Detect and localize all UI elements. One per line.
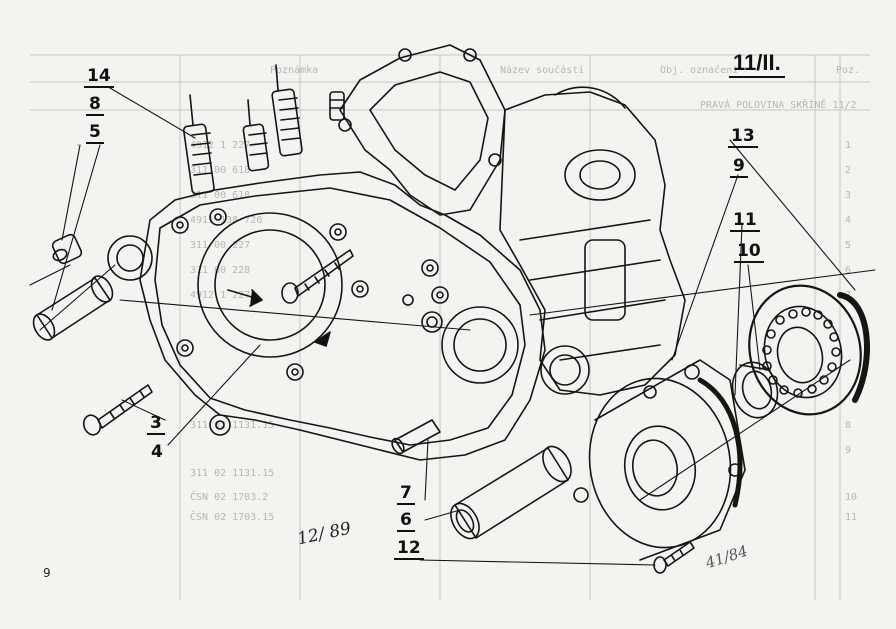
header-note: Poznámka <box>270 65 319 76</box>
callout-10: 10 <box>734 243 764 263</box>
bearing-bore-right <box>441 306 519 384</box>
row-code: 311 02 1131.15 <box>190 420 275 431</box>
row-pos: 4 <box>845 215 852 226</box>
callout-11: 11 <box>730 212 760 232</box>
row-pos: 10 <box>845 492 858 503</box>
row-pos: 1 <box>845 140 852 151</box>
lower-boss-inner <box>549 354 581 386</box>
callout-8: 8 <box>86 96 104 116</box>
row-code: ČSN 02 1703.15 <box>190 512 275 523</box>
sleeve-6 <box>450 445 572 540</box>
cylinder-bore-inner <box>214 229 326 341</box>
row-code: 311 00 618 <box>190 165 251 176</box>
row-pos: 2 <box>845 165 852 176</box>
bolt-3-4 <box>82 384 153 436</box>
ring-10 <box>731 361 779 419</box>
callout-9: 9 <box>730 158 748 178</box>
bearing-cover-9 <box>573 359 746 561</box>
row-code: 4912 1 227 <box>190 290 251 301</box>
page-number: 9 <box>43 566 51 580</box>
row-pos: 6 <box>845 265 852 276</box>
table-subtitle: PRAVÁ POLOVINA SKŘÍNĚ 11/2 <box>700 100 857 111</box>
row-code: 311 02 1131.15 <box>190 468 275 479</box>
sheet-id: 11/II. <box>729 50 785 78</box>
screw-12 <box>653 541 695 574</box>
callout-13: 13 <box>728 128 758 148</box>
row-pos: 9 <box>845 445 852 456</box>
row-code: ČSN 02 1703.2 <box>190 492 269 503</box>
header-name: Název součásti <box>500 65 585 76</box>
sleeve-8 <box>32 275 114 341</box>
row-code: 311 00 227 <box>190 240 251 251</box>
long-screw <box>281 249 354 304</box>
row-pos: 8 <box>845 420 852 431</box>
row-code: 311 00 618 <box>190 190 251 201</box>
cylinder-bore <box>197 212 343 358</box>
rear-housing <box>499 91 686 396</box>
pin-7 <box>391 419 441 455</box>
left-boss-inner <box>116 244 144 272</box>
crankcase-outline <box>139 171 546 461</box>
lower-boss <box>540 345 590 395</box>
callout-14: 14 <box>84 68 114 88</box>
callout-4: 4 <box>151 442 163 462</box>
row-code: 4911 138 720 <box>190 215 263 226</box>
bearing-bore-right-inner <box>453 318 507 372</box>
callout-5: 5 <box>86 124 104 144</box>
left-boss <box>107 235 153 281</box>
ball-bearing-13 <box>748 284 870 416</box>
row-code: 4912 1 227 <box>190 140 251 151</box>
row-code: 311 00 228 <box>190 265 251 276</box>
callout-7: 7 <box>397 485 415 505</box>
row-pos: 3 <box>845 190 852 201</box>
studs <box>182 64 345 195</box>
callout-12: 12 <box>394 540 424 560</box>
header-pos: Poz. <box>836 65 861 76</box>
upper-housing <box>339 44 506 216</box>
callout-6: 6 <box>397 512 415 532</box>
row-pos: 5 <box>845 240 852 251</box>
callout-3: 3 <box>147 415 165 435</box>
header-code: Obj. označení <box>660 65 739 76</box>
gasket-line <box>154 187 526 446</box>
row-pos: 11 <box>845 512 858 523</box>
